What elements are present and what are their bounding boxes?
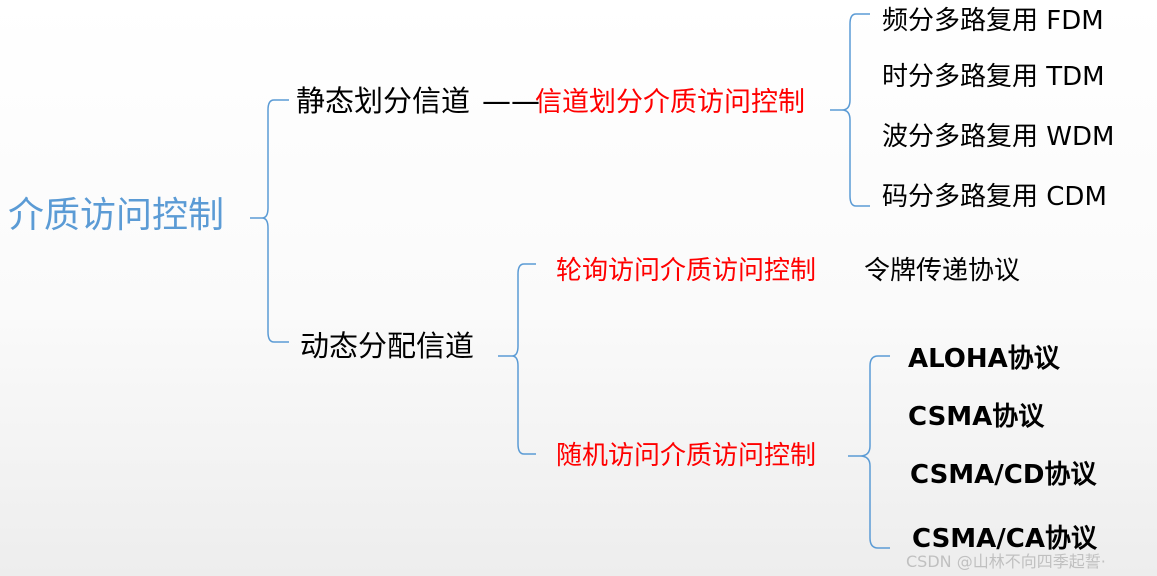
dynamic-allocation-label: 动态分配信道 bbox=[300, 329, 475, 363]
csma-ca-item: CSMA/CA协议 bbox=[912, 524, 1097, 554]
static-bracket bbox=[830, 13, 870, 207]
csma-item: CSMA协议 bbox=[908, 402, 1045, 432]
polling-access-label: 轮询访问介质访问控制 bbox=[556, 256, 817, 286]
static-allocation-label: 静态划分信道 bbox=[296, 84, 471, 118]
tdm-item: 时分多路复用 TDM bbox=[882, 62, 1105, 92]
csma-cd-item: CSMA/CD协议 bbox=[910, 460, 1097, 490]
wdm-item: 波分多路复用 WDM bbox=[882, 122, 1115, 152]
static-separator: —— bbox=[482, 84, 540, 118]
dynamic-bracket bbox=[498, 263, 536, 455]
root-label: 介质访问控制 bbox=[8, 195, 225, 236]
cdm-item: 码分多路复用 CDM bbox=[882, 182, 1107, 212]
channel-partition-label: 信道划分介质访问控制 bbox=[535, 87, 805, 118]
random-bracket bbox=[848, 355, 890, 549]
csdn-watermark: CSDN @山林不向四季起誓· bbox=[906, 552, 1106, 571]
random-access-label: 随机访问介质访问控制 bbox=[556, 441, 817, 471]
token-passing-protocol: 令牌传递协议 bbox=[864, 256, 1021, 286]
fdm-item: 频分多路复用 FDM bbox=[882, 6, 1104, 36]
root-bracket bbox=[250, 99, 289, 343]
aloha-item: ALOHA协议 bbox=[908, 344, 1060, 374]
